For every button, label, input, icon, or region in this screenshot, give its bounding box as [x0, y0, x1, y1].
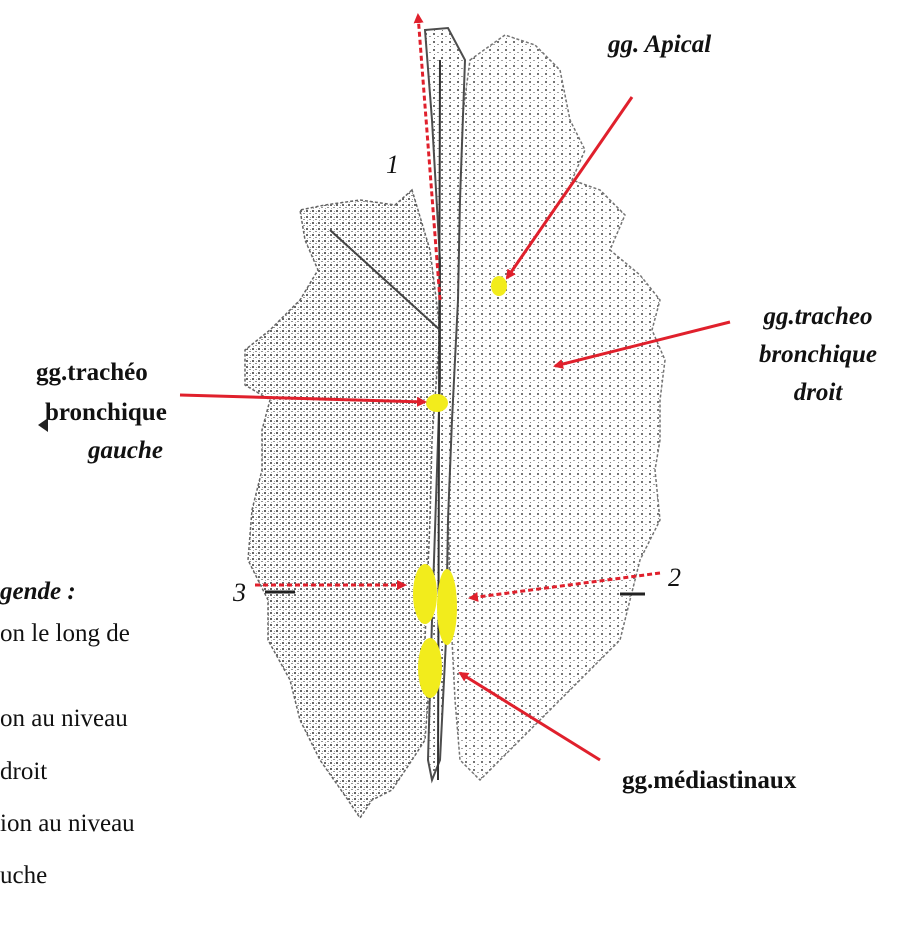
- label-tracheo-gauche-2: bronchique: [45, 398, 167, 428]
- legend-line-4: ion au niveau: [0, 810, 135, 838]
- label-mediastinaux: gg.médiastinaux: [622, 766, 796, 796]
- number-3: 3: [233, 578, 246, 608]
- number-1: 1: [386, 150, 399, 180]
- legend-line-5: uche: [0, 862, 47, 890]
- label-tracheo-droit-3: droit: [748, 378, 888, 408]
- label-tracheo-droit-1: gg.tracheo: [748, 302, 888, 332]
- node-mediastinal-2: [437, 569, 457, 645]
- label-apical: gg. Apical: [608, 30, 711, 60]
- label-tracheo-gauche-3: gauche: [88, 436, 163, 466]
- label-tracheo-gauche-1: gg.trachéo: [36, 358, 148, 388]
- left-lung: [245, 190, 440, 818]
- legend-line-2: on au niveau: [0, 705, 128, 733]
- label-tracheo-droit-2: bronchique: [748, 340, 888, 370]
- node-tracheo-left: [426, 394, 448, 412]
- node-mediastinal-1: [413, 564, 437, 624]
- number-2: 2: [668, 563, 681, 593]
- node-apical: [491, 276, 507, 296]
- legend-line-1: on le long de: [0, 620, 130, 648]
- legend-title: gende :: [0, 578, 76, 606]
- node-mediastinal-3: [418, 638, 442, 698]
- legend-line-3: droit: [0, 758, 47, 786]
- right-lung: [448, 35, 665, 780]
